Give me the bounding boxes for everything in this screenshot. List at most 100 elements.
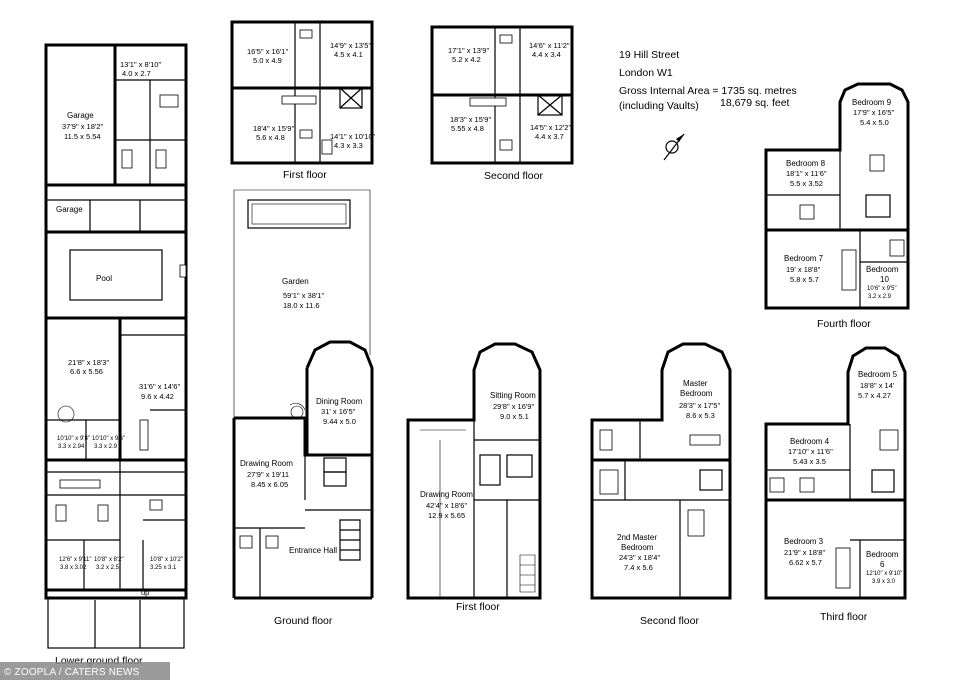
second-floor-plan [590, 342, 732, 600]
room-lg-r1-metric: 6.6 x 5.56 [70, 367, 103, 376]
room-bed6-number: 6 [880, 560, 885, 569]
room-bed8-metric: 5.5 x 3.52 [790, 179, 823, 188]
room-bed8-imperial: 18'1" x 11'6" [786, 169, 827, 178]
floor-label-first-annex: First floor [283, 169, 327, 181]
room-sitting-name: Sitting Room [490, 391, 536, 400]
room-bed4-imperial: 17'10" x 11'6" [788, 447, 833, 456]
stair-up-label: up [141, 588, 149, 597]
room-drawing-metric: 8.45 x 6.05 [251, 480, 288, 489]
room-bed9-metric: 5.4 x 5.0 [860, 118, 889, 127]
room-lg-r6-metric: 3.2 x 2.5 [96, 565, 120, 571]
room-dining-name: Dining Room [316, 397, 363, 406]
room-bed7-name: Bedroom 7 [784, 254, 824, 263]
room-sitting-imperial: 29'8" x 16'9" [493, 402, 534, 411]
room-master2-imperial: 24'3" x 18'4" [619, 553, 660, 562]
ground-floor-plan [232, 189, 374, 600]
floor-label-second: Second floor [640, 615, 699, 627]
first-floor-plan-annex [230, 20, 374, 165]
room-sf1-metric: 5.2 x 4.2 [452, 55, 481, 64]
room-bed5-name: Bedroom 5 [858, 370, 898, 379]
room-bed9-name: Bedroom 9 [852, 98, 892, 107]
floor-label-ground: Ground floor [274, 615, 333, 627]
room-ff2-metric: 4.5 x 4.1 [334, 50, 363, 59]
room-master2-metric: 7.4 x 5.6 [624, 563, 653, 572]
room-bed8-name: Bedroom 8 [786, 159, 826, 168]
room-bed6-name: Bedroom [866, 550, 899, 559]
room-master-name-2: Bedroom [680, 389, 713, 398]
room-lg-r3-imperial: 10'10" x 9'8" [57, 436, 90, 442]
room-drawing-imperial: 27'9" x 19'11 [247, 470, 289, 479]
room-bed9-imperial: 17'9" x 16'5" [853, 108, 894, 117]
room-bed4-metric: 5.43 x 3.5 [793, 457, 826, 466]
address-line-1: 19 Hill Street [619, 49, 679, 61]
room-bed6-imperial: 12'10" x 9'10" [866, 571, 902, 577]
watermark-bar [0, 662, 170, 680]
watermark-credit: © ZOOPLA / CATERS NEWS [4, 667, 140, 678]
room-dining-metric: 9.44 x 5.0 [323, 417, 356, 426]
room-bed6-metric: 3.9 x 3.0 [872, 579, 896, 585]
second-floor-plan-annex [430, 25, 574, 165]
room-ff1-imperial: 16'5" x 16'1" [247, 47, 288, 56]
room-ff1-metric: 5.0 x 4.9 [253, 56, 282, 65]
room-garage2-name: Garage [56, 205, 83, 214]
third-floor-plan [764, 346, 907, 600]
room-lg-r4-imperial: 10'10" x 9'6" [92, 436, 125, 442]
gross-area-line: Gross Internal Area = 1735 sq. metres [619, 85, 797, 97]
room-bed7-metric: 5.8 x 5.7 [790, 275, 819, 284]
room-bed5-metric: 5.7 x 4.27 [858, 391, 891, 400]
fourth-floor-plan [764, 82, 910, 310]
room-sitting-metric: 9.0 x 5.1 [500, 412, 529, 421]
room-entrance-hall-name: Entrance Hall [289, 546, 337, 555]
room-ff3-metric: 5.6 x 4.8 [256, 133, 285, 142]
room-lg-top-metric: 4.0 x 2.7 [122, 69, 151, 78]
room-bed5-imperial: 18'8" x 14' [860, 381, 895, 390]
floor-label-first: First floor [456, 601, 500, 613]
address-line-2: London W1 [619, 67, 673, 79]
room-sf1-imperial: 17'1" x 13'9" [448, 46, 489, 55]
room-lg-r2-imperial: 31'6" x 14'6" [139, 382, 180, 391]
room-drawing2-name: Drawing Room [420, 490, 473, 499]
room-lg-top-imperial: 13'1" x 8'10" [120, 60, 161, 69]
room-ff4-imperial: 14'1" x 10'10" [330, 132, 376, 141]
floor-label-third: Third floor [820, 611, 868, 623]
room-pool-name: Pool [96, 274, 112, 283]
room-lg-r3-metric: 3.3 x 2.94 [58, 444, 85, 450]
room-master-name-1: Master [683, 379, 708, 388]
room-sf4-imperial: 14'5" x 12'2" [530, 123, 571, 132]
room-lg-r7-imperial: 10'8" x 10'2" [150, 557, 183, 563]
room-drawing2-imperial: 42'4" x 18'6" [426, 501, 467, 510]
first-floor-plan [406, 342, 542, 600]
room-drawing-name: Drawing Room [240, 459, 293, 468]
room-master-imperial: 28'3" x 17'5" [679, 401, 720, 410]
room-garage-metric: 11.5 x 5.54 [64, 132, 101, 141]
room-bed10-metric: 3.2 x 2.9 [868, 294, 892, 300]
room-dining-imperial: 31' x 16'5" [321, 407, 356, 416]
room-master2-name-1: 2nd Master [617, 533, 657, 542]
room-lg-r6-imperial: 10'8" x 8'2" [94, 557, 124, 563]
room-lg-r1-imperial: 21'8" x 18'3" [68, 358, 109, 367]
room-sf2-imperial: 14'6" x 11'2" [529, 41, 570, 50]
room-bed10-number: 10 [880, 275, 889, 284]
room-ff2-imperial: 14'9" x 13'5" [330, 41, 371, 50]
room-bed7-imperial: 19' x 18'8" [786, 265, 821, 274]
room-bed3-name: Bedroom 3 [784, 537, 824, 546]
room-lg-r2-metric: 9.6 x 4.42 [141, 392, 174, 401]
room-garage-name: Garage [67, 111, 94, 120]
area-sq-feet: 18,679 sq. feet [720, 97, 790, 109]
room-ff4-metric: 4.3 x 3.3 [334, 141, 363, 150]
room-sf3-imperial: 18'3" x 15'9" [450, 115, 491, 124]
room-lg-r7-metric: 3.25 x 3.1 [150, 565, 177, 571]
lower-ground-floor-plan [44, 43, 188, 649]
floor-label-second-annex: Second floor [484, 170, 543, 182]
room-lg-r5-imperial: 12'6" x 9'11" [59, 557, 91, 563]
north-arrow-icon [663, 133, 685, 161]
room-bed3-metric: 6.62 x 5.7 [789, 558, 822, 567]
room-bed10-name: Bedroom [866, 265, 899, 274]
room-bed3-imperial: 21'9" x 18'8" [784, 548, 825, 557]
room-sf4-metric: 4.4 x 3.7 [535, 132, 564, 141]
room-garden-name: Garden [282, 277, 309, 286]
floor-label-fourth: Fourth floor [817, 318, 871, 330]
room-lg-r4-metric: 3.3 x 2.9 [94, 444, 118, 450]
room-master2-name-2: Bedroom [621, 543, 654, 552]
